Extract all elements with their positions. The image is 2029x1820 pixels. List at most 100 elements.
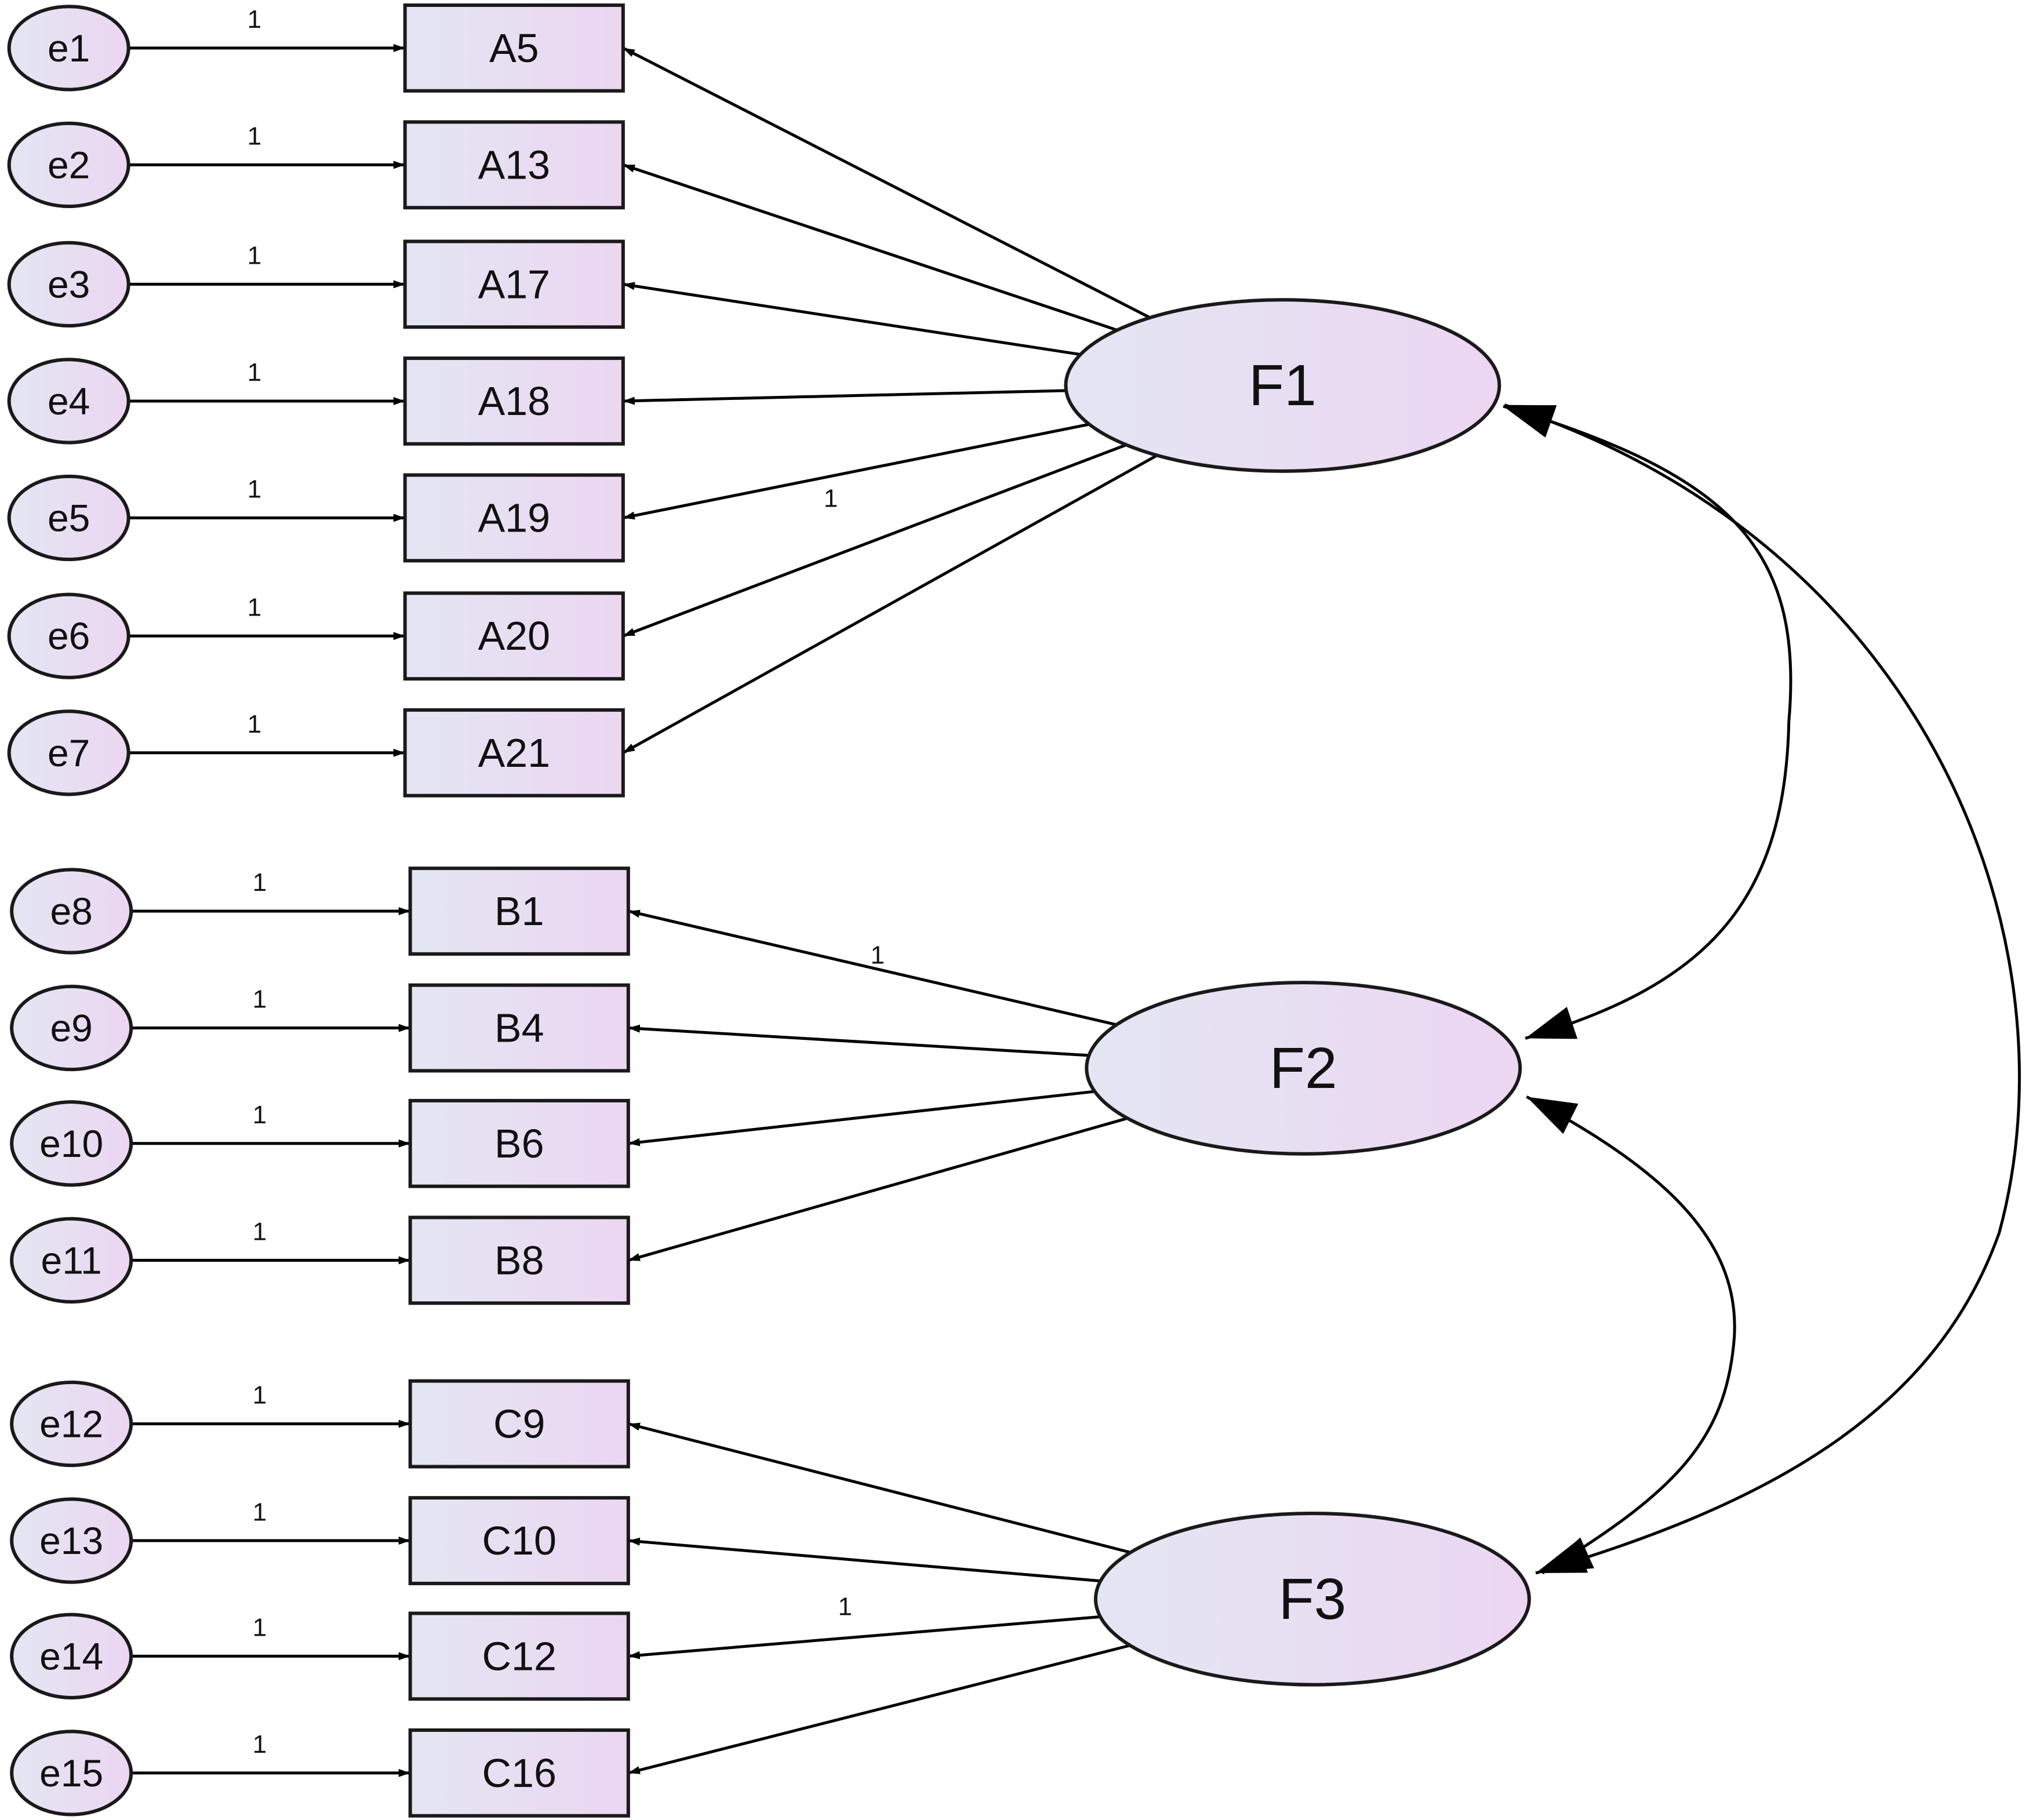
factor-loading-arrow xyxy=(623,282,1081,356)
covariance-curve xyxy=(1504,403,2021,1575)
indicator-label: C9 xyxy=(493,1401,545,1446)
covariance-curve xyxy=(1503,405,1792,722)
factor-loading-arrow xyxy=(623,163,1118,332)
factor-loading-arrow xyxy=(622,443,1127,638)
error-weight-label: 1 xyxy=(248,475,261,504)
indicator-label: A17 xyxy=(478,261,550,307)
indicator-box xyxy=(408,1728,630,1818)
error-term-label: e3 xyxy=(48,263,90,305)
factor-loading-arrow xyxy=(628,1024,1089,1057)
factor-loading-arrow xyxy=(622,454,1158,754)
indicator-label: B4 xyxy=(494,1006,544,1051)
error-weight-label: 1 xyxy=(253,1730,267,1759)
covariance-arc xyxy=(1503,405,1792,1040)
factor-loading-arrow xyxy=(623,423,1090,520)
error-weight-label: 1 xyxy=(248,710,261,738)
error-term-label: e9 xyxy=(50,1007,92,1050)
covariance-curve xyxy=(1526,1095,1736,1575)
indicator-label: A5 xyxy=(489,26,539,71)
indicator-label: B6 xyxy=(494,1121,544,1166)
indicator-box xyxy=(403,473,625,563)
fixed-loading-label: 1 xyxy=(838,1593,852,1621)
error-term-node xyxy=(7,5,130,92)
error-weight-label: 1 xyxy=(248,593,261,621)
factor-loading-arrow xyxy=(628,1615,1101,1659)
error-weight-label: 1 xyxy=(248,242,261,270)
factor-label: F3 xyxy=(1279,1567,1347,1632)
error-term-label: e1 xyxy=(48,27,90,70)
error-weight-label: 1 xyxy=(253,985,267,1014)
indicator-box xyxy=(408,1215,630,1305)
indicator-label: A21 xyxy=(478,730,550,776)
indicator-label: C16 xyxy=(482,1750,557,1796)
error-weight-label: 1 xyxy=(253,868,267,897)
error-term-label: e10 xyxy=(39,1122,103,1165)
factor-loading-arrow xyxy=(623,389,1067,405)
error-term-node xyxy=(10,1380,133,1468)
indicator-box xyxy=(408,867,630,956)
error-term-label: e11 xyxy=(41,1239,102,1282)
indicator-box xyxy=(403,591,625,681)
error-term-label: e7 xyxy=(48,731,90,774)
error-weight-label: 1 xyxy=(248,122,261,151)
error-weight-label: 1 xyxy=(253,1101,267,1129)
indicator-label: B8 xyxy=(494,1237,544,1283)
error-weight-label: 1 xyxy=(253,1614,267,1642)
covariance-curve xyxy=(1525,721,1791,1040)
covariance-arc xyxy=(1504,403,2021,1575)
error-term-label: e4 xyxy=(48,380,90,423)
indicator-label: C12 xyxy=(482,1633,557,1679)
covariance-arrowhead xyxy=(1526,1097,1579,1134)
error-term-label: e14 xyxy=(39,1635,103,1677)
error-term-node xyxy=(7,709,130,796)
error-term-label: e12 xyxy=(39,1402,103,1445)
error-term-label: e15 xyxy=(39,1752,103,1794)
covariance-arrowhead xyxy=(1542,1537,1594,1574)
error-term-node xyxy=(10,1730,133,1817)
indicator-label: A13 xyxy=(478,142,550,187)
fixed-loading-label: 1 xyxy=(824,484,838,512)
error-term-node xyxy=(10,1100,133,1187)
indicator-label: C10 xyxy=(482,1518,557,1563)
indicator-box xyxy=(408,1496,630,1585)
factor-loading-arrow xyxy=(628,909,1117,1027)
edges-layer xyxy=(128,43,2021,1777)
indicator-label: A18 xyxy=(478,378,550,424)
factor-node xyxy=(1064,298,1501,473)
indicator-box xyxy=(403,239,625,329)
indicator-box xyxy=(408,983,630,1073)
fixed-loading-label: 1 xyxy=(871,941,885,970)
indicator-box xyxy=(403,356,625,446)
factor-node xyxy=(1093,1512,1531,1687)
covariance-arrowhead xyxy=(1525,1007,1578,1039)
indicator-label: A20 xyxy=(478,613,550,658)
error-term-node xyxy=(10,1217,133,1304)
error-term-node xyxy=(10,1497,133,1584)
error-term-node xyxy=(10,984,133,1072)
factor-label: F1 xyxy=(1249,353,1317,418)
error-weight-label: 1 xyxy=(253,1498,267,1526)
indicator-label: A19 xyxy=(478,495,550,540)
error-term-label: e8 xyxy=(50,890,92,933)
factor-loading-arrow xyxy=(622,46,1151,319)
indicator-box xyxy=(408,1098,630,1188)
factor-node xyxy=(1085,981,1522,1156)
indicator-label: B1 xyxy=(494,889,544,934)
indicator-box xyxy=(403,708,625,798)
error-term-label: e2 xyxy=(48,143,90,186)
indicator-box xyxy=(403,120,625,210)
factor-loading-arrow xyxy=(628,1090,1095,1146)
factor-loading-arrow xyxy=(628,1644,1131,1775)
error-term-node xyxy=(10,1612,133,1699)
error-weight-label: 1 xyxy=(248,358,261,387)
error-term-node xyxy=(7,474,130,562)
factor-label: F2 xyxy=(1270,1036,1337,1101)
error-term-node xyxy=(7,241,130,328)
error-weight-label: 1 xyxy=(253,1218,267,1246)
indicator-box xyxy=(408,1379,630,1469)
covariance-arrowhead xyxy=(1504,405,1557,438)
error-term-node xyxy=(7,358,130,445)
error-weight-label: 1 xyxy=(248,5,261,34)
error-term-label: e5 xyxy=(48,496,90,539)
